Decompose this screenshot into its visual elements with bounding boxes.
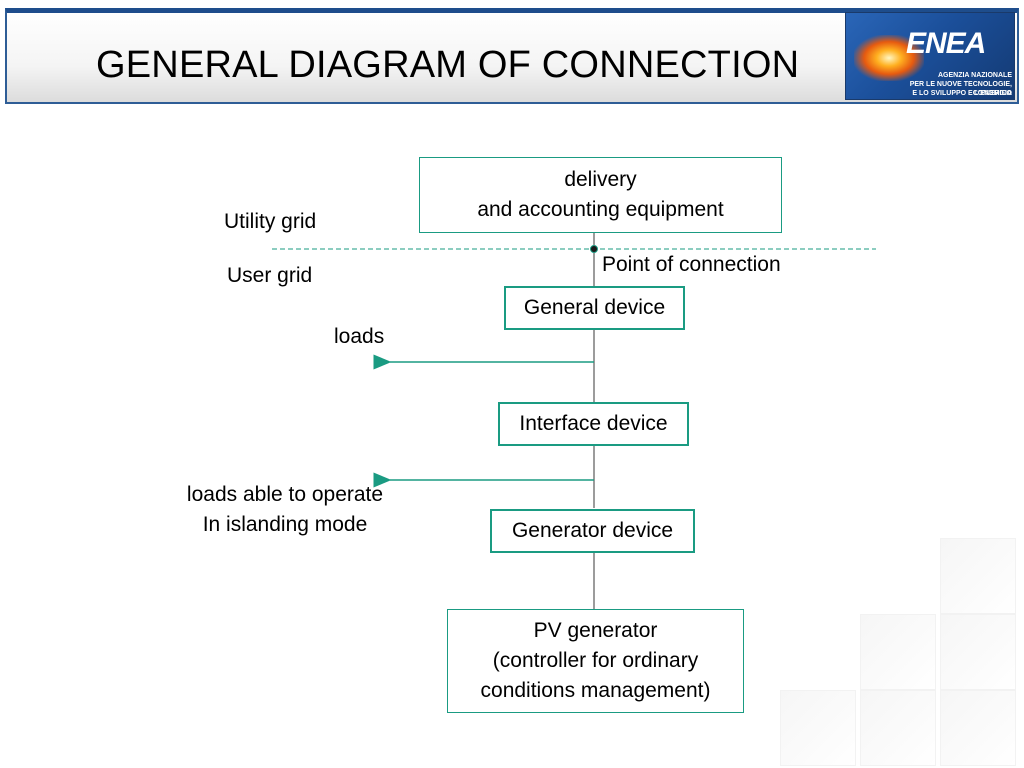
decor-tile [860,690,936,766]
generator-device-box: Generator device [490,509,695,553]
user-grid-label: User grid [227,264,313,287]
pv-generator-line-1: PV generator [533,619,658,642]
delivery-line-2: and accounting equipment [477,198,724,221]
interface-device-label: Interface device [519,412,668,435]
pv-generator-line-3: conditions management) [480,679,711,702]
logo-tagline-2: PER LE NUOVE TECNOLOGIE, L'ENERGIA [909,81,1012,97]
utility-grid-label: Utility grid [224,210,317,233]
generator-device-label: Generator device [511,519,674,542]
interface-device-box: Interface device [498,402,689,446]
connection-point-dot [590,245,598,253]
islanding-loads-line-1: loads able to operate [186,483,384,506]
decor-tile [860,614,936,690]
logo-mark: ENEA [906,27,986,60]
decor-tile [780,690,856,766]
logo-tagline-3: E LO SVILUPPO ECONOMICO SOSTENIBILE [912,90,1012,97]
pv-generator-box: PV generator (controller for ordinary co… [447,609,744,713]
decor-tile [940,690,1016,766]
logo-flare-graphic [854,35,924,81]
point-of-connection-label: Point of connection [602,253,781,276]
loads-label: loads [334,325,385,348]
decor-tile [940,538,1016,614]
pv-generator-line-2: (controller for ordinary [492,649,699,672]
decor-tile [940,614,1016,690]
page-title: GENERAL DIAGRAM OF CONNECTION [96,44,800,86]
logo-tagline-1: AGENZIA NAZIONALE [937,72,1012,79]
islanding-loads-label: loads able to operate In islanding mode [168,480,402,540]
general-device-box: General device [504,286,685,330]
general-device-label: General device [523,296,666,319]
enea-logo: ENEA AGENZIA NAZIONALE PER LE NUOVE TECN… [845,12,1015,100]
islanding-loads-line-2: In islanding mode [202,513,368,536]
delivery-equipment-box: delivery and accounting equipment [419,157,782,233]
delivery-line-1: delivery [564,168,637,191]
